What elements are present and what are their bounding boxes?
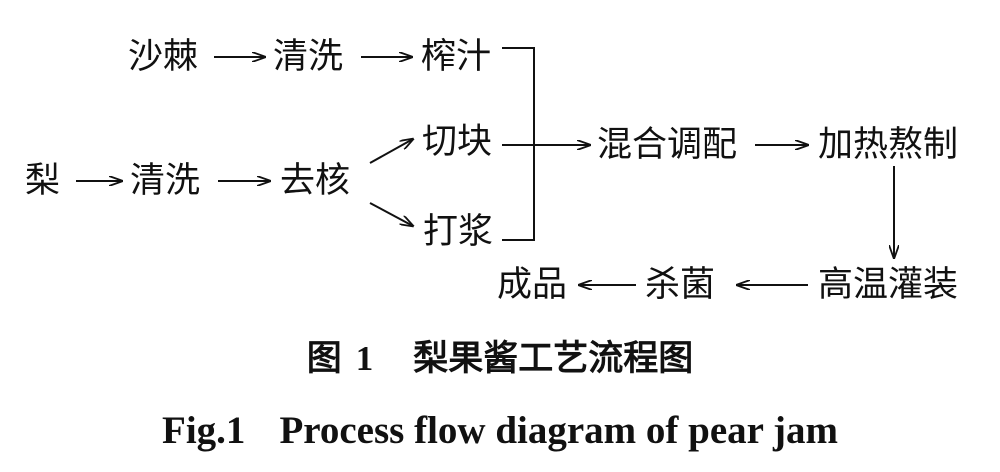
node-pear: 梨 [25,161,61,201]
caption-cn-number: 1 [355,339,374,378]
flow-connectors [76,47,1000,320]
caption-en-title: Process flow diagram of pear jam [279,409,838,452]
node-juice: 榨汁 [421,37,492,77]
figure-caption-english: Fig.1 Process flow diagram of pear jam [0,408,1000,454]
arrow-core-to-pulp [369,202,413,226]
node-seabuckthorn: 沙棘 [128,37,199,77]
node-wash-seabuckthorn: 清洗 [273,37,344,77]
node-sterilize: 杀菌 [645,265,716,305]
caption-en-label: Fig.1 [162,409,246,452]
node-wash-pear: 清洗 [130,161,201,201]
caption-cn-title: 梨果酱工艺流程图 [413,339,694,379]
node-pulp: 打浆 [423,212,494,252]
node-product: 成品 [497,265,568,305]
arrow-core-to-dice [369,139,413,164]
node-fill: 高温灌装 [818,265,959,305]
process-flow-diagram: 沙棘 清洗 榨汁 梨 清洗 去核 切块 打浆 混合调配 加热熬制 高温灌装 杀菌… [25,37,1000,320]
node-core: 去核 [280,161,351,201]
node-dice: 切块 [422,122,493,162]
node-mix: 混合调配 [597,125,738,165]
node-heat: 加热熬制 [818,125,959,165]
caption-cn-label: 图 [306,339,342,379]
